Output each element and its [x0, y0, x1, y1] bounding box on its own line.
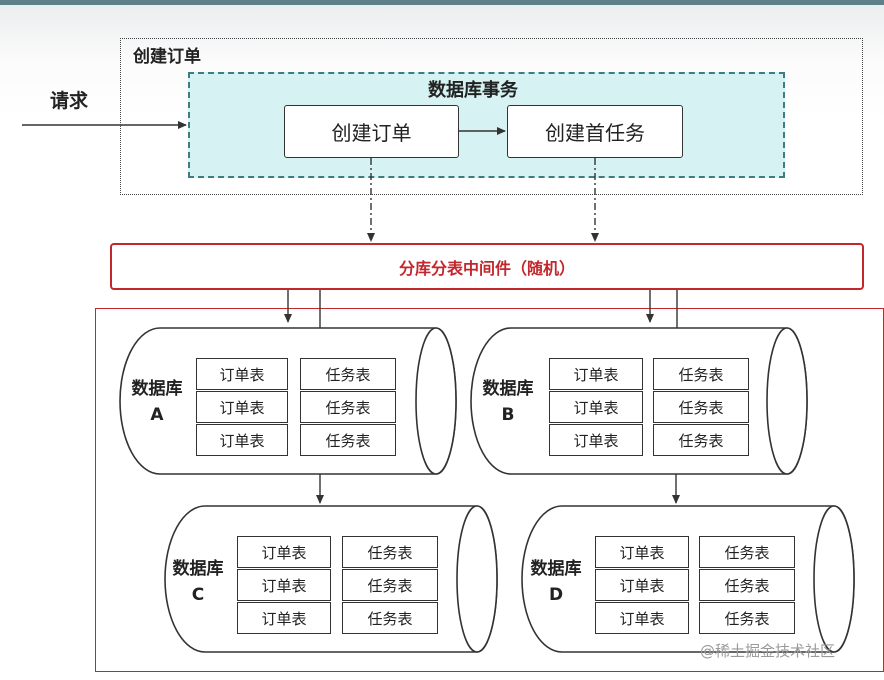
step-create-order: 创建订单: [284, 105, 459, 158]
task-table: 任务表: [653, 391, 749, 423]
database-name: 数据库: [482, 379, 534, 399]
database-letter: B: [501, 405, 515, 425]
task-table: 任务表: [653, 358, 749, 390]
task-table: 任务表: [342, 602, 438, 634]
order-table: 订单表: [237, 602, 331, 634]
database-letter: D: [548, 585, 564, 605]
order-table: 订单表: [196, 358, 288, 390]
task-table: 任务表: [300, 424, 396, 456]
watermark: @稀土掘金技术社区: [700, 642, 836, 660]
sharding-middleware: 分库分表中间件（随机）: [110, 243, 864, 290]
order-table: 订单表: [595, 602, 689, 634]
database-name: 数据库: [530, 559, 582, 579]
task-table: 任务表: [300, 358, 396, 390]
order-table: 订单表: [549, 358, 643, 390]
step-create-first-task: 创建首任务: [507, 105, 683, 158]
order-table: 订单表: [196, 424, 288, 456]
top-bar: [0, 0, 884, 5]
request-label: 请求: [50, 90, 89, 112]
task-table: 任务表: [653, 424, 749, 456]
order-table: 订单表: [549, 391, 643, 423]
create-order-container: [120, 38, 863, 195]
container-label: 创建订单: [133, 47, 201, 67]
task-table: 任务表: [342, 569, 438, 601]
database-letter: C: [191, 585, 205, 605]
database-letter: A: [150, 405, 164, 425]
database-c-label: 数据库 C: [163, 556, 233, 608]
order-table: 订单表: [237, 536, 331, 568]
task-table: 任务表: [300, 391, 396, 423]
order-table: 订单表: [549, 424, 643, 456]
order-table: 订单表: [237, 569, 331, 601]
transaction-title: 数据库事务: [428, 80, 518, 101]
task-table: 任务表: [342, 536, 438, 568]
order-table: 订单表: [196, 391, 288, 423]
task-table: 任务表: [699, 569, 795, 601]
database-b-label: 数据库 B: [473, 376, 543, 428]
order-table: 订单表: [595, 536, 689, 568]
task-table: 任务表: [699, 536, 795, 568]
database-name: 数据库: [131, 379, 183, 399]
database-a-label: 数据库 A: [122, 376, 192, 428]
database-d-label: 数据库 D: [521, 556, 591, 608]
database-name: 数据库: [172, 559, 224, 579]
order-table: 订单表: [595, 569, 689, 601]
task-table: 任务表: [699, 602, 795, 634]
